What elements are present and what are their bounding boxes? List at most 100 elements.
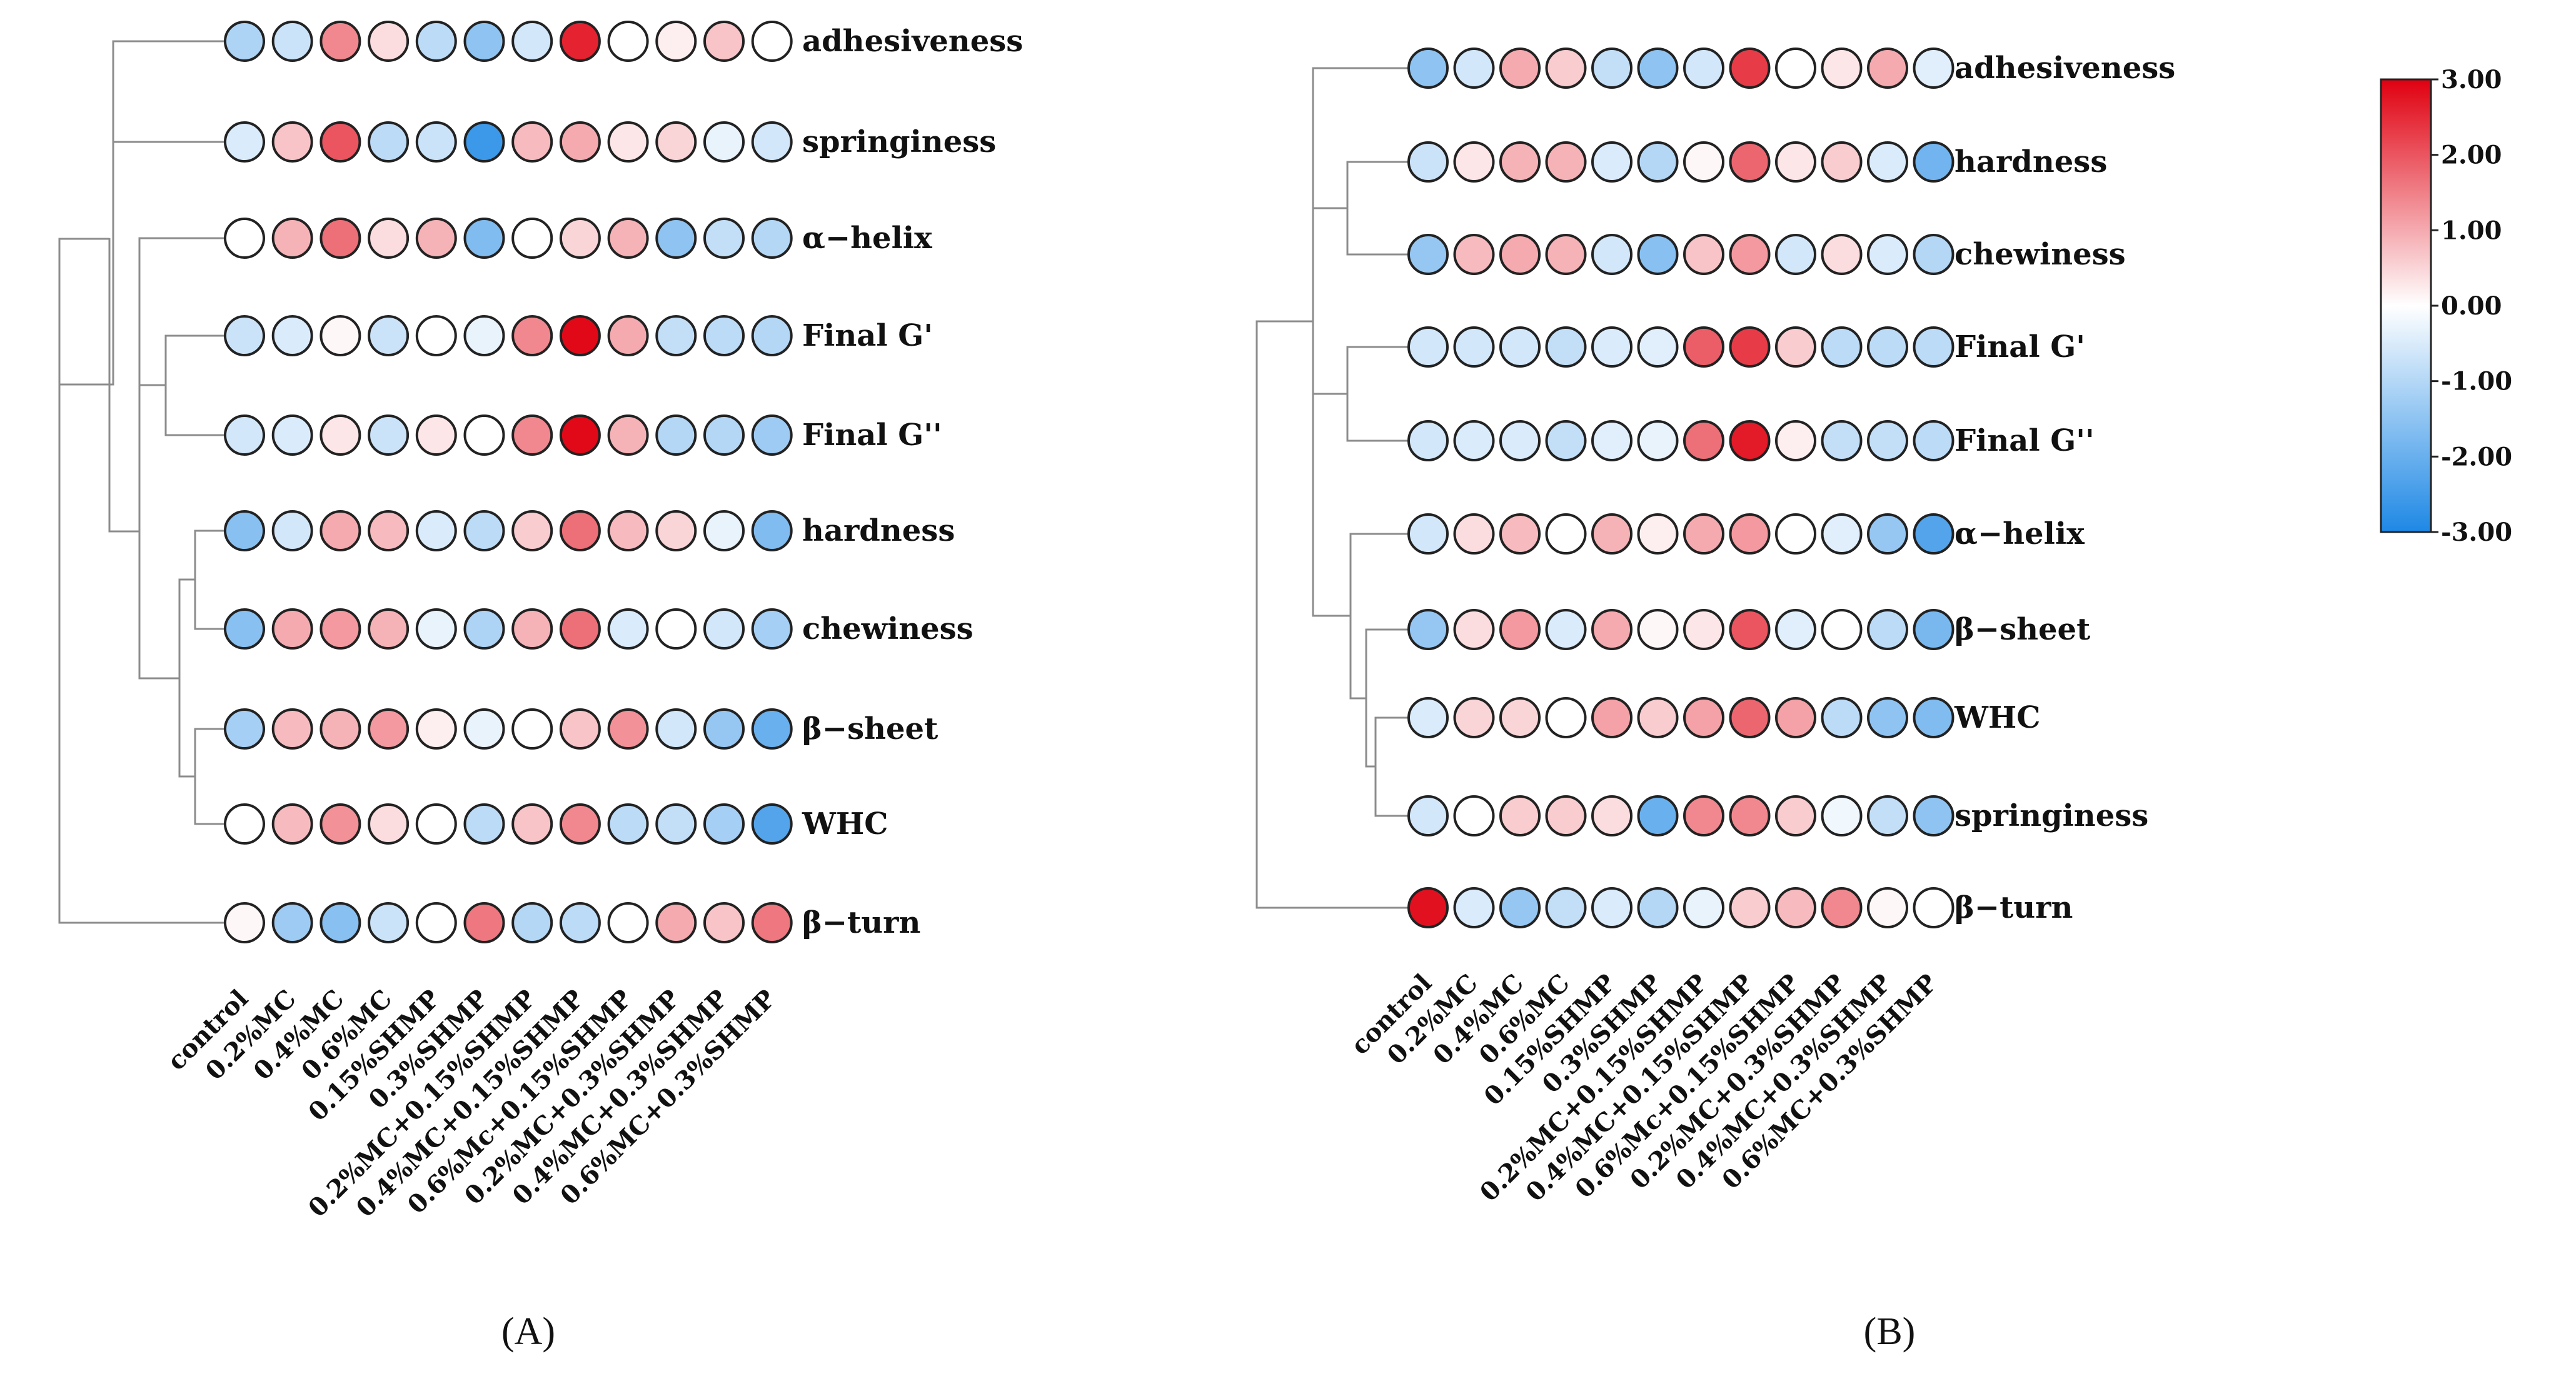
cell-b-r9-c5 (1637, 887, 1679, 928)
cell-a-r0-c3 (368, 21, 410, 62)
cell-b-r0-c2 (1499, 48, 1541, 89)
cells-b (1407, 48, 1955, 928)
row-label-b-9: β−turn (1955, 890, 2073, 925)
cell-b-r3-c9 (1821, 326, 1863, 368)
cell-a-r6-c8 (607, 608, 649, 650)
cell-a-r7-c3 (368, 708, 410, 750)
dendrogram-a (58, 40, 224, 924)
cell-b-r5-c9 (1821, 513, 1863, 555)
cell-b-r6-c4 (1591, 609, 1633, 650)
cell-a-r3-c5 (463, 315, 505, 356)
cell-a-r1-c3 (368, 121, 410, 163)
cell-b-r9-c10 (1867, 887, 1908, 928)
cell-b-r1-c1 (1453, 141, 1495, 183)
cell-a-r9-c6 (511, 902, 553, 943)
cell-a-r8-c2 (319, 803, 361, 845)
cell-a-r1-c8 (607, 121, 649, 163)
cell-a-r8-c5 (463, 803, 505, 845)
row-label-b-0: adhesiveness (1955, 51, 2175, 86)
cell-b-r4-c6 (1683, 420, 1724, 461)
cell-b-r3-c6 (1683, 326, 1724, 368)
cell-b-r1-c9 (1821, 141, 1863, 183)
cell-a-r6-c7 (559, 608, 601, 650)
cell-b-r2-c0 (1407, 234, 1449, 275)
cell-a-r4-c1 (271, 414, 313, 456)
cell-b-r7-c5 (1637, 697, 1679, 738)
cell-a-r7-c7 (559, 708, 601, 750)
row-label-b-4: Final G'' (1955, 423, 2095, 458)
cell-b-r8-c2 (1499, 795, 1541, 836)
cell-b-r0-c1 (1453, 48, 1495, 89)
cell-a-r2-c0 (224, 218, 265, 259)
cell-a-r3-c1 (271, 315, 313, 356)
cell-b-r9-c2 (1499, 887, 1541, 928)
legend-colorbar (2380, 78, 2432, 533)
cell-a-r0-c9 (655, 21, 697, 62)
cell-b-r0-c7 (1729, 48, 1771, 89)
cell-a-r5-c1 (271, 510, 313, 551)
cell-a-r6-c3 (368, 608, 410, 650)
cell-a-r2-c3 (368, 218, 410, 259)
cell-b-r6-c2 (1499, 609, 1541, 650)
cell-a-r2-c10 (703, 218, 745, 259)
cell-b-r8-c3 (1545, 795, 1587, 836)
cell-a-r9-c0 (224, 902, 265, 943)
cell-b-r0-c9 (1821, 48, 1863, 89)
cell-a-r1-c11 (751, 121, 793, 163)
cell-b-r9-c4 (1591, 887, 1633, 928)
cell-b-r2-c1 (1453, 234, 1495, 275)
cell-a-r4-c0 (224, 414, 265, 456)
cell-b-r1-c6 (1683, 141, 1724, 183)
cell-b-r1-c10 (1867, 141, 1908, 183)
cell-b-r6-c3 (1545, 609, 1587, 650)
cell-a-r8-c7 (559, 803, 601, 845)
cell-a-r1-c9 (655, 121, 697, 163)
cell-a-r0-c8 (607, 21, 649, 62)
cell-b-r7-c9 (1821, 697, 1863, 738)
cell-a-r2-c8 (607, 218, 649, 259)
cell-b-r7-c1 (1453, 697, 1495, 738)
cell-a-r5-c11 (751, 510, 793, 551)
legend-tick-labels: 3.002.001.000.00-1.00-2.00-3.00 (2431, 65, 2512, 547)
cell-b-r8-c9 (1821, 795, 1863, 836)
cell-b-r0-c4 (1591, 48, 1633, 89)
cell-b-r1-c8 (1775, 141, 1816, 183)
cell-b-r1-c5 (1637, 141, 1679, 183)
cell-b-r4-c5 (1637, 420, 1679, 461)
cell-a-r5-c4 (415, 510, 457, 551)
cell-b-r1-c11 (1913, 141, 1955, 183)
cell-b-r4-c7 (1729, 420, 1771, 461)
row-label-a-7: β−sheet (802, 711, 938, 746)
cell-b-r8-c10 (1867, 795, 1908, 836)
cell-a-r3-c2 (319, 315, 361, 356)
cell-a-r2-c6 (511, 218, 553, 259)
legend-tick-label-5: -2.00 (2441, 442, 2512, 471)
cell-a-r0-c11 (751, 21, 793, 62)
legend-tick-label-3: 0.00 (2441, 291, 2502, 321)
cell-b-r3-c2 (1499, 326, 1541, 368)
cell-a-r2-c5 (463, 218, 505, 259)
cell-b-r8-c6 (1683, 795, 1724, 836)
cell-a-r5-c3 (368, 510, 410, 551)
cell-b-r7-c6 (1683, 697, 1724, 738)
cell-b-r1-c4 (1591, 141, 1633, 183)
cell-a-r1-c4 (415, 121, 457, 163)
cell-b-r1-c3 (1545, 141, 1587, 183)
panel-label-b: (B) (1864, 1310, 1916, 1353)
cell-b-r8-c11 (1913, 795, 1955, 836)
cell-b-r0-c3 (1545, 48, 1587, 89)
cell-b-r3-c4 (1591, 326, 1633, 368)
cell-b-r3-c5 (1637, 326, 1679, 368)
cell-b-r8-c8 (1775, 795, 1816, 836)
cell-a-r5-c6 (511, 510, 553, 551)
cell-b-r7-c2 (1499, 697, 1541, 738)
cell-b-r0-c10 (1867, 48, 1908, 89)
cell-a-r4-c4 (415, 414, 457, 456)
legend-tick-label-6: -3.00 (2441, 518, 2512, 547)
cell-a-r5-c2 (319, 510, 361, 551)
cell-b-r5-c6 (1683, 513, 1724, 555)
cell-a-r4-c5 (463, 414, 505, 456)
